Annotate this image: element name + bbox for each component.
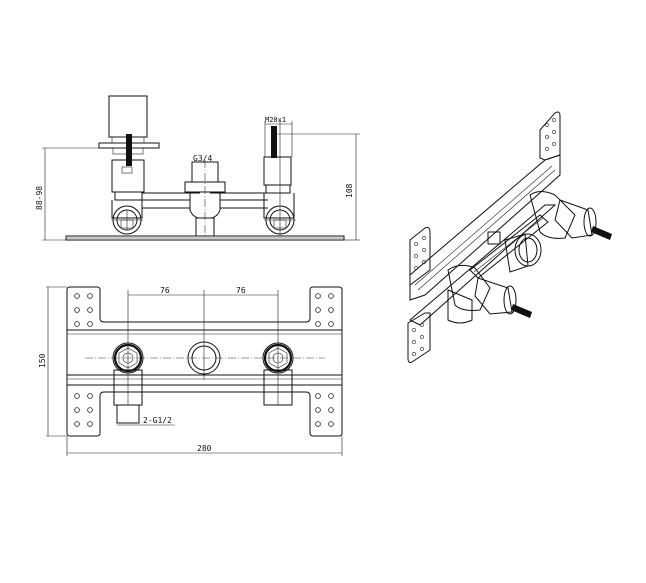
label-m20x1: M20x1 (265, 116, 286, 124)
label-88-98: 88-98 (35, 186, 44, 210)
mounting-holes-top-right (315, 293, 334, 327)
label-spacing-right: 76 (236, 286, 246, 295)
label-spacing-left: 76 (160, 286, 170, 295)
isometric-view (407, 111, 612, 363)
front-elevation-view: G3/4 M20x1 108 88-98 (35, 95, 360, 241)
mounting-holes-top-left (74, 293, 93, 327)
label-150: 150 (38, 353, 47, 368)
mounting-holes-bottom-left (74, 393, 93, 427)
mounting-holes-bottom-right (315, 393, 334, 427)
label-108: 108 (345, 183, 354, 198)
label-280: 280 (197, 444, 212, 453)
label-2-g12: 2-G1/2 (143, 416, 172, 425)
label-g34: G3/4 (193, 154, 212, 163)
top-view: 76 76 2-G1/2 150 280 (38, 286, 343, 456)
